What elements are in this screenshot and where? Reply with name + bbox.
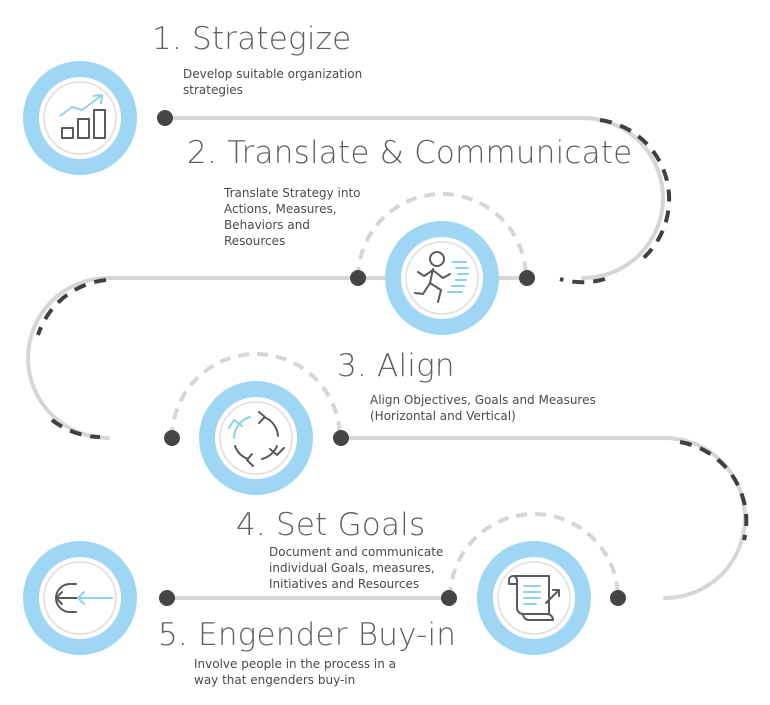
step-3-description: Align Objectives, Goals and Measures (Ho… [370, 392, 596, 424]
running-person-icon [414, 251, 469, 303]
dot-4-left [441, 590, 457, 606]
dash-arc-step-4 [448, 512, 620, 599]
dash-arc-step-2 [356, 192, 528, 279]
document-scroll-icon [508, 575, 560, 621]
step-4-desc-line: Initiatives and Resources [269, 577, 420, 591]
dot-1-right [157, 110, 173, 126]
step-4-desc-line: individual Goals, measures, [269, 561, 435, 575]
step-5-description: Involve people in the process in a way t… [194, 656, 396, 688]
step-2-desc-line: Behaviors and [224, 218, 310, 232]
path-dashes-dark [36, 118, 749, 541]
track-segment-1-2 [163, 116, 665, 280]
dash-curve-right-2 [679, 440, 749, 541]
step-1-desc-line: strategies [183, 83, 243, 97]
dash-curve-left-tail [50, 418, 101, 439]
step-1-desc-line: Develop suitable organization [183, 67, 363, 81]
chart-growth-icon [59, 94, 106, 139]
dot-3-left [164, 430, 180, 446]
step-4-description: Document and communicate individual Goal… [269, 544, 443, 592]
dot-2-left [350, 270, 366, 286]
step-2-desc-line: Translate Strategy into [224, 186, 361, 200]
path-dashes-light [170, 192, 620, 599]
arrow-enter-icon [55, 583, 113, 613]
step-3-desc-line: (Horizontal and Vertical) [370, 409, 516, 423]
dash-arc-step-3 [170, 352, 342, 439]
dot-4-right [610, 590, 626, 606]
dash-curve-right-1-tail [559, 277, 606, 285]
step-4-title: 4. Set Goals [236, 507, 426, 543]
step-1-description: Develop suitable organization strategies [183, 66, 362, 98]
dot-2-right [519, 270, 535, 286]
connector-dots [157, 110, 626, 606]
dash-curve-right-1 [599, 118, 672, 263]
step-5-desc-line: Involve people in the process in a [194, 657, 397, 671]
step-2-title: 2. Translate & Communicate [187, 135, 633, 171]
step-1-title: 1. Strategize [152, 21, 352, 57]
dash-curve-left [36, 278, 107, 336]
step-2-desc-line: Resources [224, 234, 286, 248]
step-3-title: 3. Align [337, 348, 455, 384]
step-3-desc-line: Align Objectives, Goals and Measures [370, 393, 596, 407]
dot-3-right [333, 430, 349, 446]
step-circle-3 [199, 381, 313, 495]
step-4-desc-line: Document and communicate [269, 545, 444, 559]
circular-arrows-icon [228, 411, 285, 467]
step-5-desc-line: way that engenders buy-in [194, 673, 356, 687]
step-2-desc-line: Actions, Measures, [224, 202, 337, 216]
step-5-title: 5. Engender Buy-in [158, 617, 457, 653]
step-2-description: Translate Strategy into Actions, Measure… [224, 185, 361, 249]
dot-5-right [159, 590, 175, 606]
